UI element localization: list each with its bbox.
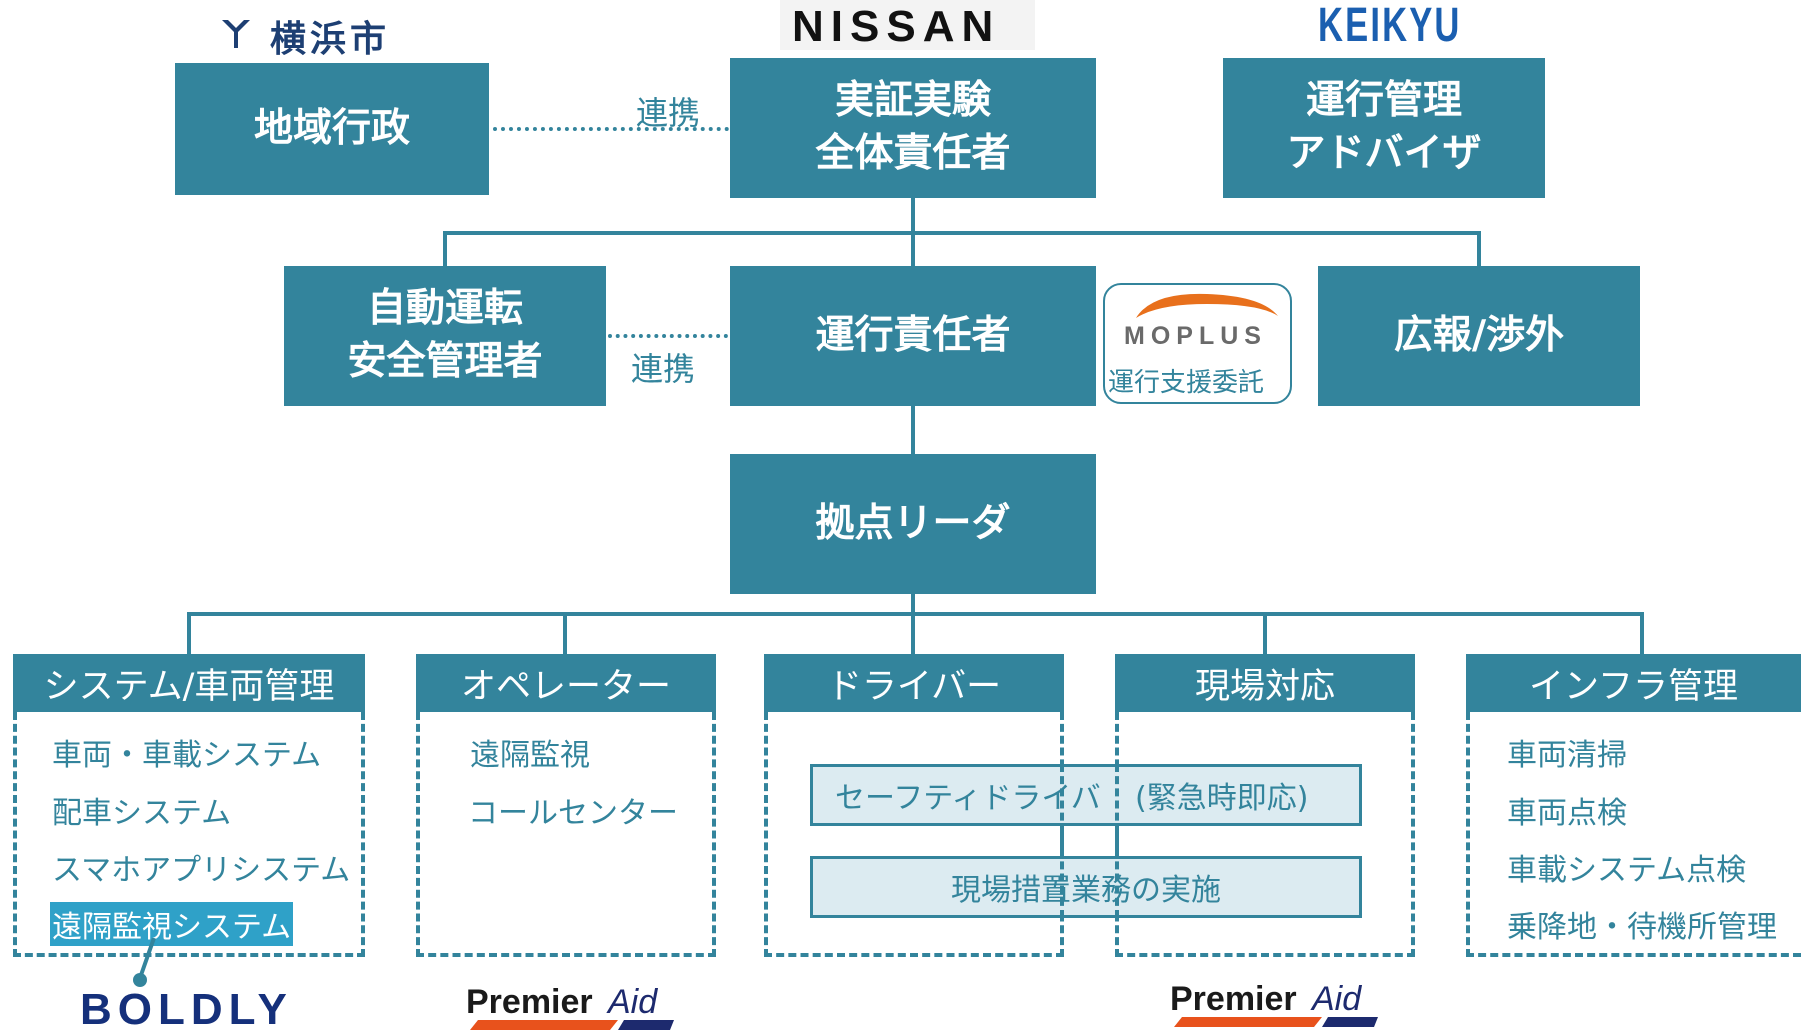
connector-cat-5: [1640, 612, 1644, 654]
overall-lead-line1: 実証実験: [834, 78, 991, 124]
operation-manager-box: 運行責任者: [730, 266, 1096, 406]
link-line-top: [493, 127, 729, 131]
connector-cat-2: [563, 612, 567, 654]
category-infra-title: インフラ管理: [1529, 666, 1738, 707]
operation-advisor-line2: アドバイザ: [1286, 131, 1482, 176]
boldly-pointer-icon: [133, 938, 156, 987]
category-system-header: システム/車両管理: [13, 654, 365, 712]
site-leader-box: 拠点リーダ: [730, 454, 1096, 594]
premier-aid-2-text: Premier: [1170, 980, 1297, 1018]
auto-safety-line2: 安全管理者: [347, 339, 543, 384]
link-line-middle: [608, 334, 728, 338]
category-infra-item-1: 車両清掃: [1507, 738, 1627, 773]
overall-lead-box: 実証実験 全体責任者: [730, 58, 1096, 198]
auto-safety-line1: 自動運転: [366, 286, 523, 332]
nissan-logo-text: NISSAN: [792, 2, 1001, 51]
category-infra-header: インフラ管理: [1466, 654, 1801, 712]
moplus-caption: 運行支援委託: [1108, 368, 1265, 398]
category-system-body: [13, 712, 365, 957]
premier-aid-1-text: Premier: [466, 983, 593, 1021]
yokohama-emblem-icon: [222, 20, 250, 48]
regional-gov-label: 地域行政: [253, 105, 410, 151]
yokohama-logo-text: 横浜市: [270, 19, 391, 60]
keikyu-logo-text: KEIKYU: [1318, 0, 1462, 52]
safety-driver-task: セーフティドライバ (緊急時即応): [810, 764, 1362, 826]
pr-label: 広報/渉外: [1393, 312, 1565, 358]
premier-aid-logo-1: Premier Aid: [460, 978, 680, 1031]
category-system-item-4: 遠隔監視システム: [50, 902, 294, 946]
connector-row2-right: [1477, 231, 1481, 266]
premier-aid-2-aid: Aid: [1312, 980, 1362, 1018]
category-infra-item-2: 車両点検: [1507, 796, 1627, 831]
site-leader-label: 拠点リーダ: [815, 500, 1011, 546]
keikyu-logo: KEIKYU: [1318, 0, 1478, 52]
category-system-title: システム/車両管理: [43, 666, 335, 707]
onsite-measures-task: 現場措置業務の実施: [810, 856, 1362, 918]
auto-safety-box: 自動運転 安全管理者: [284, 266, 606, 406]
operation-manager-label: 運行責任者: [815, 312, 1011, 358]
connector-categories-horizontal: [187, 612, 1644, 616]
connector-cat-4: [1263, 612, 1267, 654]
nissan-logo: NISSAN: [780, 0, 1035, 51]
category-infra-item-4: 乗降地・待機所管理: [1507, 910, 1777, 945]
category-operator-title: オペレーター: [460, 666, 671, 707]
overall-lead-line2: 全体責任者: [815, 131, 1011, 176]
category-operator-item-1: 遠隔監視: [470, 738, 590, 773]
moplus-logo: MOPLUS: [1118, 288, 1288, 350]
category-onsite-header: 現場対応: [1115, 654, 1415, 712]
operation-advisor-line1: 運行管理: [1305, 78, 1462, 124]
safety-driver-label: セーフティドライバ: [835, 781, 1101, 816]
pr-box: 広報/渉外: [1318, 266, 1640, 406]
category-infra-body: [1466, 712, 1801, 957]
connector-cat-1: [187, 612, 191, 654]
link-label-top: 連携: [636, 94, 701, 132]
category-driver-title: ドライバー: [826, 666, 1002, 707]
premier-aid-2-swoosh-icon: [1174, 1017, 1378, 1027]
connector-row2-left: [443, 231, 447, 266]
category-system-item-3: スマホアプリシステム: [52, 853, 351, 888]
connector-to-site-leader: [911, 406, 915, 454]
operation-advisor-box: 運行管理 アドバイザ: [1223, 58, 1545, 198]
yokohama-logo: 横浜市: [218, 8, 418, 60]
driver-right-dash-overlay: [1060, 764, 1064, 918]
premier-aid-1-swoosh-icon: [470, 1020, 674, 1030]
onsite-measures-label: 現場措置業務の実施: [951, 873, 1221, 908]
connector-row2-horizontal: [443, 231, 1481, 235]
category-operator-body: [416, 712, 716, 957]
boldly-logo: BOLDLY: [80, 985, 293, 1034]
link-label-middle: 連携: [631, 350, 696, 388]
moplus-logo-text: MOPLUS: [1124, 322, 1267, 350]
moplus-swoosh-icon: [1136, 293, 1278, 318]
category-system-item-2: 配車システム: [52, 796, 232, 831]
category-infra-item-3: 車載システム点検: [1507, 853, 1747, 888]
category-operator-item-2: コールセンター: [468, 796, 678, 831]
category-onsite-title: 現場対応: [1194, 666, 1335, 707]
category-system-item-1: 車両・車載システム: [52, 738, 322, 773]
category-driver-header: ドライバー: [764, 654, 1064, 712]
category-onsite-body: [1115, 712, 1415, 957]
onsite-left-dash-overlay: [1115, 764, 1119, 918]
category-operator-header: オペレーター: [416, 654, 716, 712]
premier-aid-1-aid: Aid: [608, 983, 658, 1021]
connector-site-leader-down: [911, 594, 915, 654]
emergency-label: (緊急時即応): [1135, 781, 1309, 816]
moplus-bracket: [1103, 283, 1292, 404]
category-driver-body: [764, 712, 1064, 957]
premier-aid-logo-2: Premier Aid: [1164, 975, 1384, 1028]
regional-gov-box: 地域行政: [175, 63, 489, 195]
